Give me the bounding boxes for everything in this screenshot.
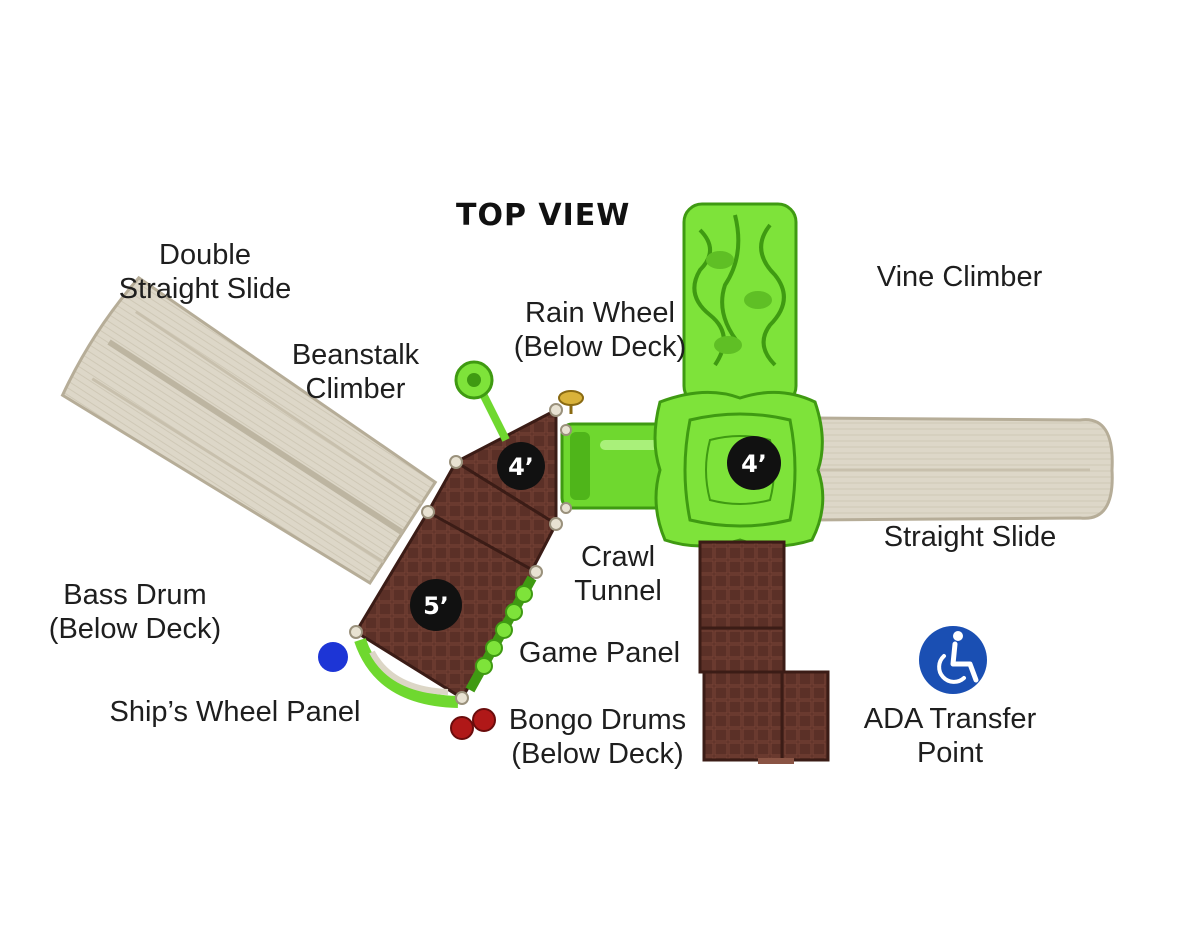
label-game-panel: Game Panel — [518, 637, 681, 669]
label-bongo-drums: Bongo Drums (Below Deck) — [508, 704, 687, 770]
bass-drum — [318, 642, 348, 672]
label-rain-wheel: Rain Wheel (Below Deck) — [513, 297, 687, 363]
bongo-drums — [450, 708, 496, 740]
access-ramp — [698, 540, 830, 764]
label-beanstalk-climber: Beanstalk Climber — [291, 339, 420, 405]
beanstalk-climber — [454, 360, 510, 442]
deck-left-small: 4’ — [425, 407, 558, 577]
diagram-title: TOP VIEW — [456, 198, 631, 233]
game-panel — [465, 575, 537, 693]
rain-wheel — [558, 390, 584, 414]
crawl-tunnel — [560, 422, 668, 510]
deck-large-height: 5’ — [423, 592, 449, 620]
label-ships-wheel-panel: Ship’s Wheel Panel — [109, 696, 361, 728]
deck-right-height: 4’ — [741, 450, 767, 478]
wheelchair-icon — [919, 626, 987, 694]
deck-right: 4’ — [653, 390, 825, 548]
vine-climber — [682, 202, 798, 406]
label-straight-slide: Straight Slide — [883, 521, 1057, 553]
straight-slide — [810, 416, 1114, 522]
label-crawl-tunnel: Crawl Tunnel — [574, 541, 662, 607]
label-vine-climber: Vine Climber — [876, 261, 1043, 293]
deck-left-small-height: 4’ — [508, 453, 534, 481]
label-double-straight-slide: Double Straight Slide — [118, 239, 292, 305]
deck-large: 5’ — [353, 509, 539, 701]
label-bass-drum: Bass Drum (Below Deck) — [48, 579, 222, 645]
ships-wheel-panel — [354, 637, 459, 708]
double-straight-slide — [60, 275, 438, 585]
post-caps — [349, 403, 572, 705]
label-ada-transfer-point: ADA Transfer Point — [863, 703, 1037, 769]
